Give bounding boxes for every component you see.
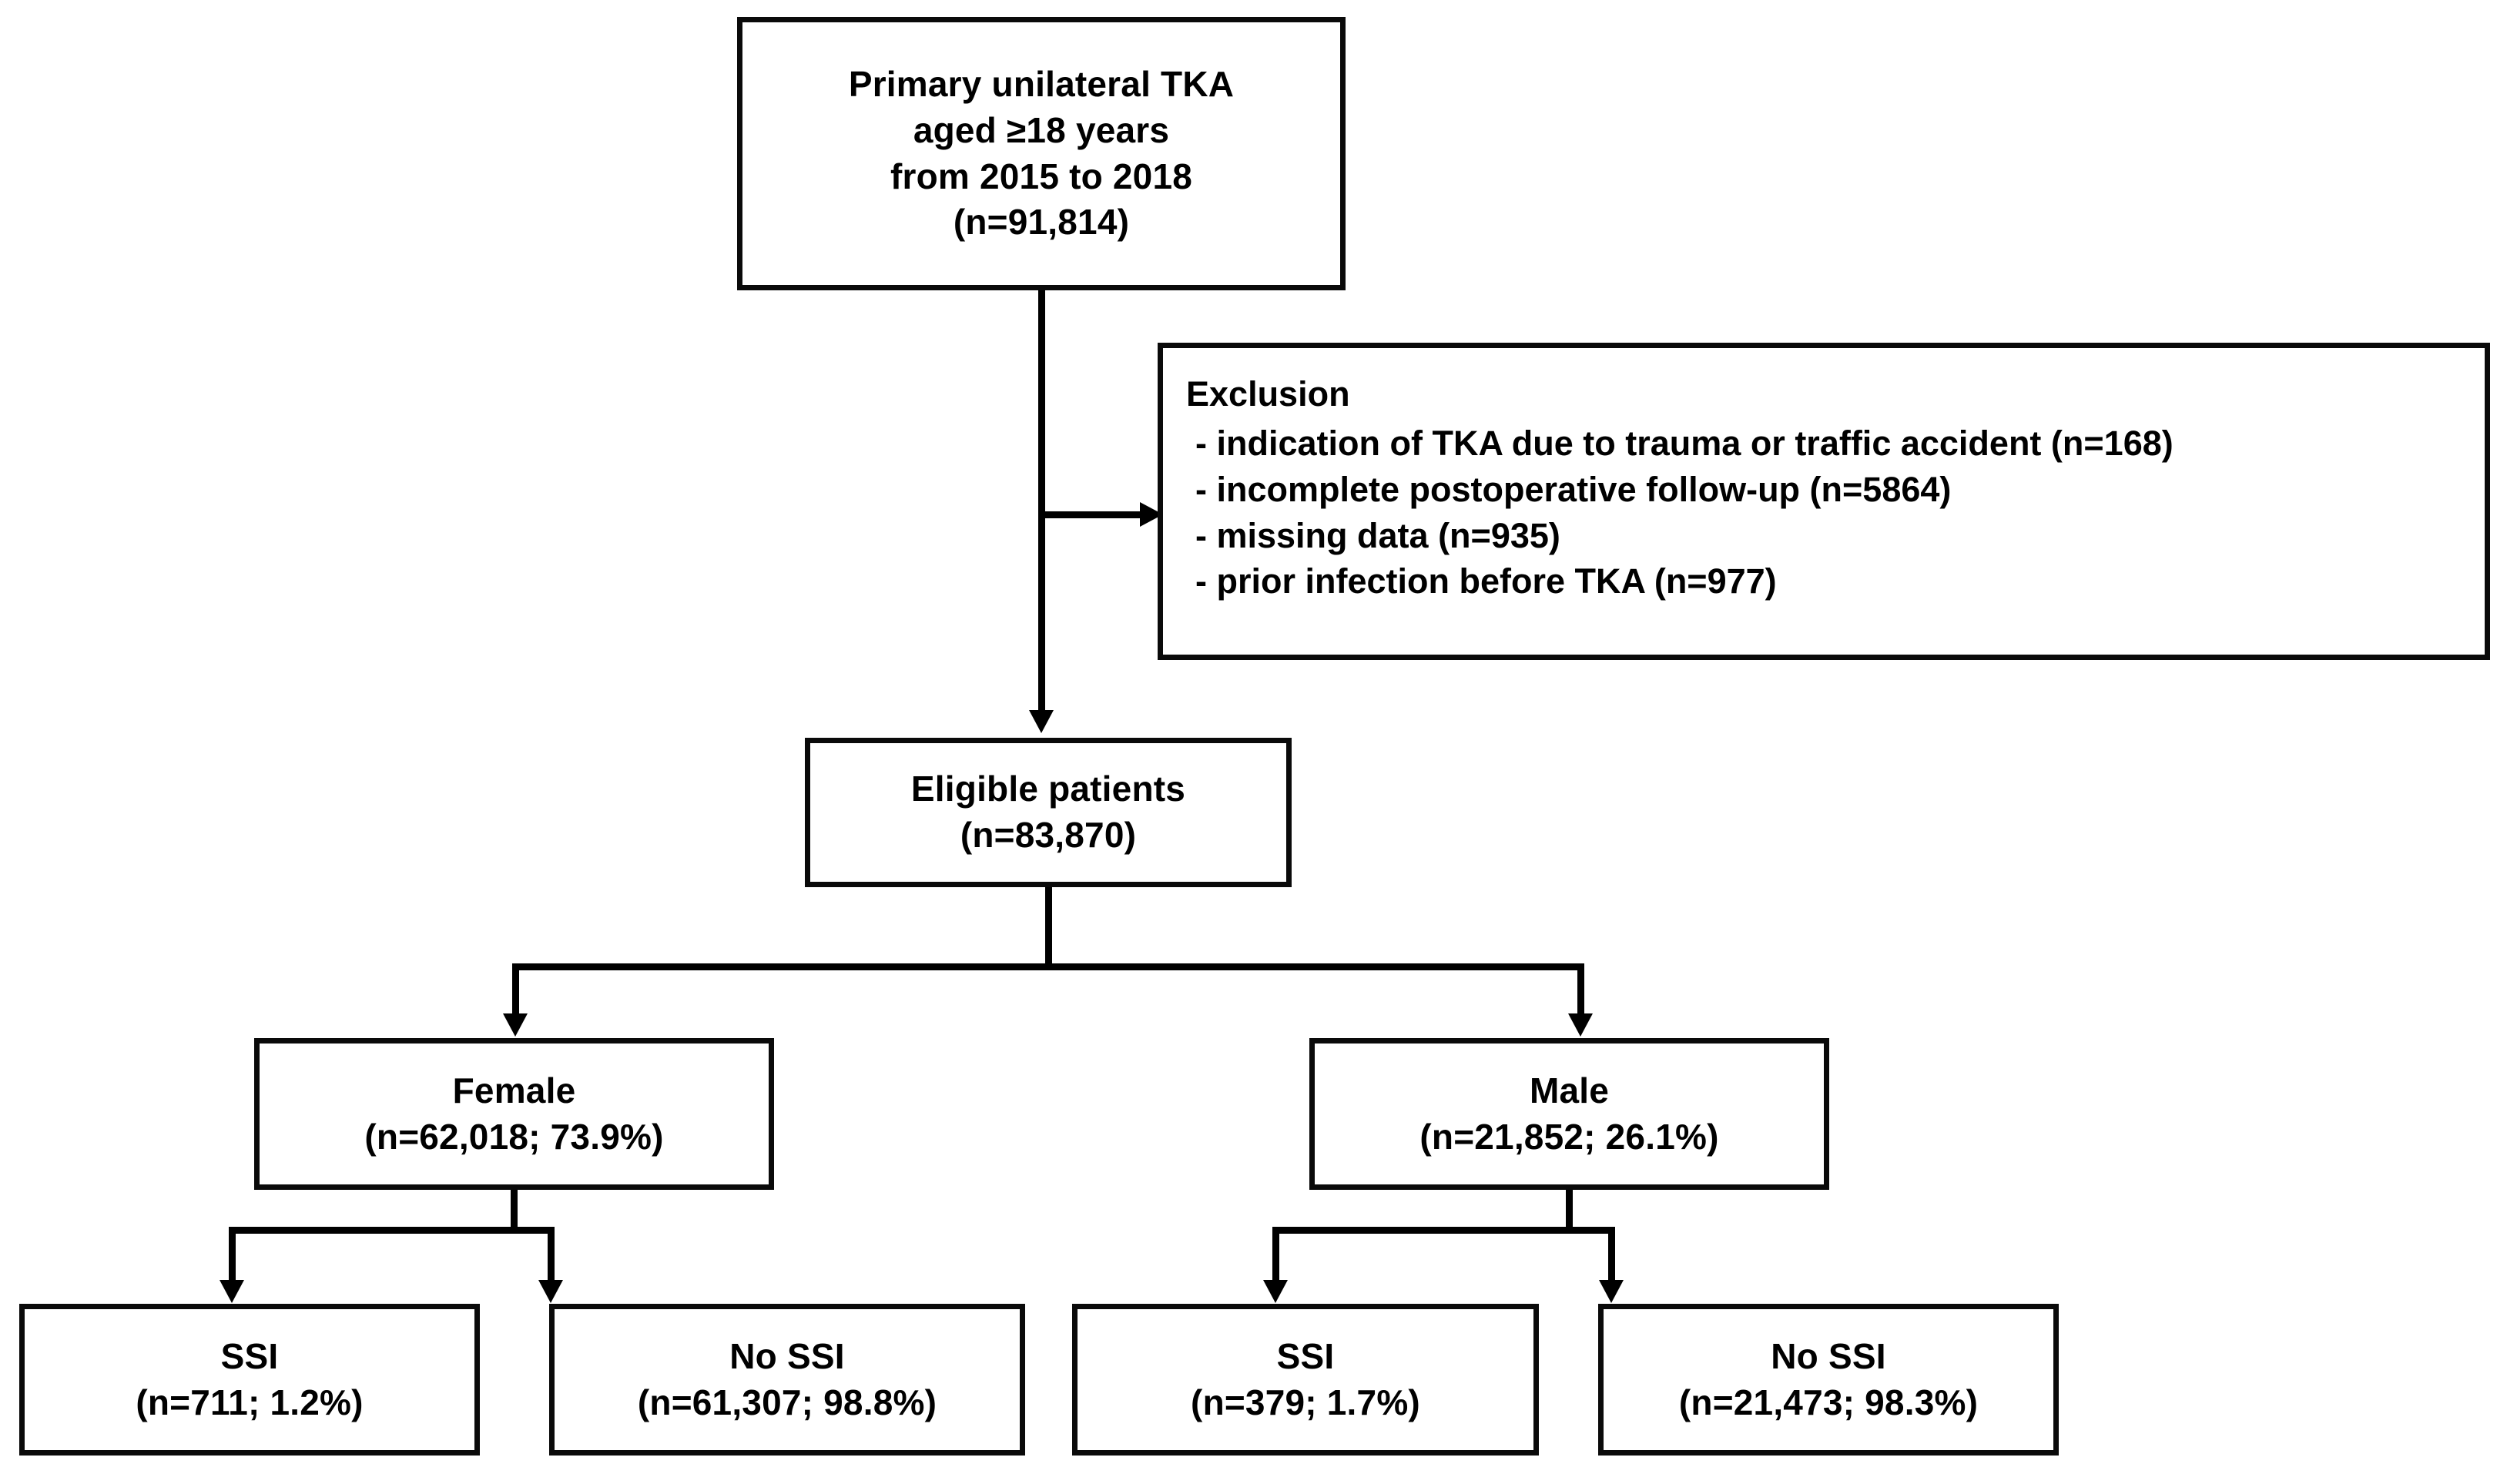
exclusion-item-prior-infection: - prior infection before TKA (n=977)	[1195, 561, 1777, 601]
female-ssi-line-1: SSI	[220, 1335, 279, 1376]
connector-split-to-female	[512, 963, 519, 1015]
connector-sex-split-bar	[512, 963, 1584, 970]
connector-source-to-eligible	[1038, 290, 1045, 710]
exclusion-item-missing-data: - missing data (n=935)	[1195, 515, 1560, 555]
connector-male-split-bar	[1272, 1227, 1615, 1234]
arrowhead-male-to-no-ssi	[1599, 1280, 1624, 1303]
female-ssi-line-2: (n=711; 1.2%)	[136, 1382, 364, 1422]
connector-eligible-stem	[1045, 887, 1052, 970]
arrowhead-split-to-female	[503, 1013, 528, 1037]
node-eligible-patients: Eligible patients (n=83,870)	[805, 738, 1292, 887]
connector-split-to-male	[1577, 963, 1584, 1015]
arrowhead-male-to-ssi	[1263, 1280, 1288, 1303]
male-line-2: (n=21,852; 26.1%)	[1419, 1116, 1719, 1157]
arrowhead-female-to-ssi	[220, 1280, 244, 1303]
exclusion-item-trauma: - indication of TKA due to trauma or tra…	[1195, 423, 2174, 463]
node-female: Female (n=62,018; 73.9%)	[254, 1038, 774, 1190]
source-line-2: aged ≥18 years	[913, 109, 1170, 150]
node-male: Male (n=21,852; 26.1%)	[1309, 1038, 1829, 1190]
connector-trunk-to-exclusion	[1038, 511, 1146, 518]
source-line-1: Primary unilateral TKA	[848, 63, 1235, 104]
node-male-no-ssi: No SSI (n=21,473; 98.3%)	[1598, 1304, 2059, 1456]
node-male-ssi: SSI (n=379; 1.7%)	[1072, 1304, 1539, 1456]
eligible-line-1: Eligible patients	[910, 769, 1186, 809]
exclusion-item-incomplete-followup: - incomplete postoperative follow-up (n=…	[1195, 469, 1952, 509]
female-line-1: Female	[452, 1070, 576, 1110]
source-line-4: (n=91,814)	[953, 202, 1130, 243]
connector-female-stem	[511, 1190, 518, 1233]
male-no-ssi-line-1: No SSI	[1771, 1335, 1886, 1376]
node-exclusion-criteria: Exclusion - indication of TKA due to tra…	[1158, 343, 2490, 660]
female-no-ssi-line-2: (n=61,307; 98.8%)	[637, 1382, 937, 1422]
connector-female-split-bar	[229, 1227, 555, 1234]
eligible-line-2: (n=83,870)	[960, 815, 1137, 855]
male-no-ssi-line-2: (n=21,473; 98.3%)	[1678, 1382, 1979, 1422]
connector-female-to-no-ssi	[548, 1227, 555, 1282]
male-line-1: Male	[1529, 1070, 1610, 1110]
exclusion-title: Exclusion	[1186, 374, 1350, 414]
female-line-2: (n=62,018; 73.9%)	[364, 1116, 664, 1157]
connector-female-to-ssi	[229, 1227, 236, 1282]
arrowhead-source-to-eligible	[1029, 710, 1054, 733]
source-line-3: from 2015 to 2018	[890, 156, 1193, 196]
arrowhead-split-to-male	[1568, 1013, 1593, 1037]
male-ssi-line-1: SSI	[1276, 1335, 1335, 1376]
female-no-ssi-line-1: No SSI	[729, 1335, 845, 1376]
node-source-population: Primary unilateral TKA aged ≥18 years fr…	[737, 17, 1346, 290]
node-female-no-ssi: No SSI (n=61,307; 98.8%)	[549, 1304, 1025, 1456]
connector-male-to-no-ssi	[1608, 1227, 1615, 1282]
node-female-ssi: SSI (n=711; 1.2%)	[19, 1304, 480, 1456]
arrowhead-female-to-no-ssi	[538, 1280, 563, 1303]
connector-male-to-ssi	[1272, 1227, 1279, 1282]
connector-male-stem	[1566, 1190, 1573, 1233]
male-ssi-line-2: (n=379; 1.7%)	[1191, 1382, 1420, 1422]
